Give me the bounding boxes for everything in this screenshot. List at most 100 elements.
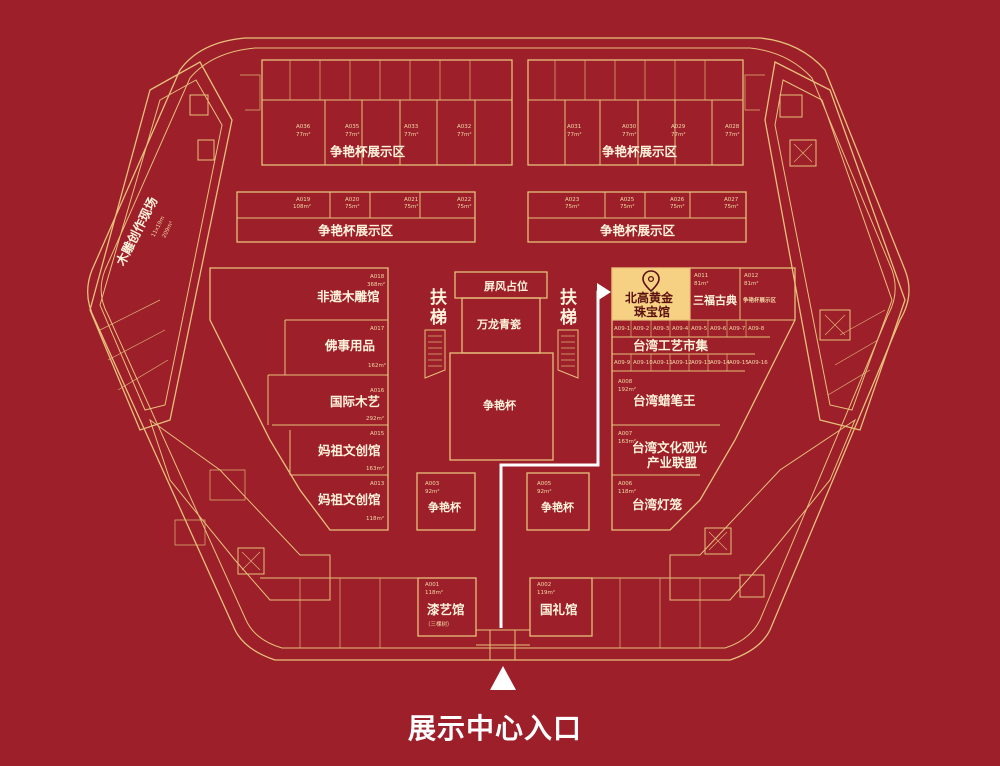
escalator-left-label-1: 扶 [430,287,447,308]
hall-label: 妈祖文创馆 [318,492,381,507]
room-code: A013 [370,481,385,487]
room-area: 162m² [368,362,386,369]
stall-code: A09-2 [633,326,649,332]
room-code: A033 [404,124,419,130]
top-left-block: A036 77m² A035 77m² A033 77m² A032 77m² … [261,59,513,166]
room-code: A007 [618,431,633,437]
escalator-right: 扶 梯 [557,287,579,379]
stall-code: A09-5 [691,326,708,332]
hall-label: 争艳杯 [541,500,575,514]
stall-code: A09-16 [748,360,768,366]
stall-code: A09-4 [672,326,689,332]
hall-label: 妈祖文创馆 [318,443,381,458]
hall-label: 争艳杯 [428,500,462,514]
room-code: A012 [744,273,758,279]
top-right-block: A031 77m² A030 77m² A029 77m² A028 77m² … [527,59,744,166]
right-wing [669,61,906,601]
room-code: A005 [537,481,552,487]
bottom-halls: A001 118m² 漆艺馆 （三棵树） A002 119m² 国礼馆 [260,577,740,660]
room-code: A021 [404,197,418,203]
room-area: 163m² [366,465,384,472]
escalator-left: 扶 梯 [424,287,447,379]
room-code: A036 [296,124,311,130]
stall-code: A09-7 [729,326,746,332]
room-code: A035 [345,124,360,130]
room-code: A008 [618,379,633,385]
room-code: A016 [370,388,385,394]
room-code: A031 [567,124,581,130]
hall-label: 台湾灯笼 [632,497,683,512]
beigao-label-2[interactable]: 珠宝馆 [634,304,670,319]
room-code: A019 [296,197,311,203]
route-arrow-icon [597,283,611,301]
route-path [490,283,611,690]
building-outline [87,37,910,661]
room-code: A006 [618,481,633,487]
center-area: 屏风占位 万龙青瓷 争艳杯 [449,271,554,461]
room-area: 75m² [404,203,419,210]
room-code: A032 [457,124,471,130]
room-code: A025 [620,197,635,203]
stall-code: A09-9 [614,360,631,366]
room-area: 118m² [425,589,443,596]
stall-code: A09-12 [672,360,692,366]
escalator-right-label-1: 扶 [560,287,577,308]
room-area: 108m² [293,203,311,210]
wanlong-porcelain-label: 万龙青瓷 [476,317,521,331]
mid-left-block: A019 108m² A020 75m² A021 75m² A022 75m²… [236,191,476,243]
room-code: A001 [425,582,439,588]
hall-label: 台湾工艺市集 [633,338,709,353]
beigao-label-1[interactable]: 北高黄金 [625,290,674,305]
stall-code: A09-10 [633,360,653,366]
hall-label: 台湾文化观光 [632,440,708,455]
hall-label: 产业联盟 [647,455,698,470]
room-code: A027 [724,197,739,203]
woodcarving-live-area: 木雕创作现场 11x19m 209m² [113,194,175,269]
zone-label: 争艳杯展示区 [600,223,676,238]
room-code: A020 [345,197,360,203]
entrance-arrow-icon [490,666,516,690]
room-area: 75m² [620,203,635,210]
location-pin-icon [642,270,660,293]
room-area: 77m² [345,131,360,138]
room-area: 292m² [366,415,384,422]
hall-label: 台湾蜡笔王 [633,393,696,408]
entrance-label: 展示中心入口 [408,712,582,745]
room-area: 118m² [366,515,384,522]
room-area: 92m² [425,488,440,495]
room-area: 368m² [367,281,385,288]
hall-label: 非遗木雕馆 [317,289,380,304]
room-code: A011 [694,273,708,279]
lower-mid-halls: A003 92m² 争艳杯 A005 92m² 争艳杯 [416,472,590,531]
room-code: A028 [725,124,740,130]
hall-label: （三棵树） [425,620,453,628]
room-area: 77m² [622,131,637,138]
zone-label: 争艳杯展示区 [318,223,394,238]
hall-label: 国际木艺 [330,394,380,409]
room-area: 77m² [457,131,472,138]
zone-label: 争艳杯展示区 [602,144,678,159]
room-code: A026 [670,197,685,203]
room-area: 192m² [618,386,636,393]
escalator-right-label-2: 梯 [560,307,577,328]
left-halls: A018 368m² 非遗木雕馆 A017 佛事用品 162m² A016 国际… [209,267,389,531]
room-code: A017 [370,326,385,332]
room-code: A003 [425,481,440,487]
stall-code: A09-8 [748,326,765,332]
hall-label: 国礼馆 [540,602,578,617]
right-halls: 北高黄金 珠宝馆 A011 81m² 三福古典 A012 81m² 争艳杯展示区… [611,267,796,531]
room-area: 75m² [565,203,580,210]
room-area: 77m² [671,131,686,138]
room-area: 118m² [618,488,636,495]
room-code: A029 [671,124,686,130]
hall-label: 漆艺馆 [427,602,465,617]
room-area: 81m² [694,280,709,287]
hall-label: 三福古典 [693,293,737,307]
room-area: 77m² [567,131,582,138]
room-code: A022 [457,197,471,203]
stall-code: A09-1 [614,326,630,332]
room-code: A018 [370,274,385,280]
room-area: 92m² [537,488,552,495]
